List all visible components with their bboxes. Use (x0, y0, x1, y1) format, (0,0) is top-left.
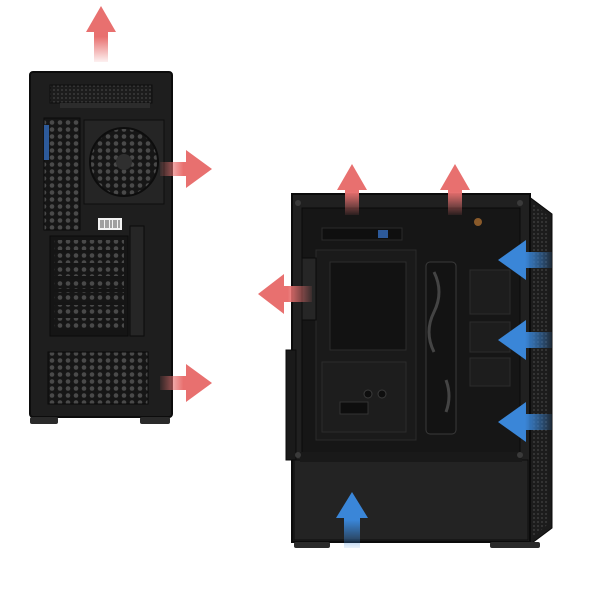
arrow-exhaust-icon (86, 6, 116, 62)
side-top-cables (321, 227, 403, 241)
side-mb-cutout (329, 261, 407, 351)
rear-psu-mesh (47, 351, 149, 405)
side-cable-cutout (339, 401, 369, 415)
side-case (285, 193, 553, 548)
side-cpu-cutout (321, 361, 407, 433)
rear-fan-hub (116, 154, 132, 170)
arrow-exhaust-icon (160, 364, 212, 402)
arrow-exhaust-icon (337, 164, 367, 215)
arrow-exhaust-icon (160, 150, 212, 188)
side-shroud-lip (300, 452, 522, 462)
side-foot-left (294, 542, 330, 548)
arrow-intake-icon (336, 492, 368, 548)
rear-foot-left (30, 417, 58, 424)
rear-top-vent (49, 84, 153, 104)
rear-top-rail (60, 103, 150, 108)
side-foot-right (490, 542, 540, 548)
arrow-intake-icon (498, 240, 552, 280)
rear-io-blue-port (44, 125, 49, 160)
arrow-intake-icon (498, 402, 552, 442)
rear-foot-right (140, 417, 170, 424)
side-cable-channel (425, 261, 457, 435)
rear-io-mesh (43, 117, 81, 231)
rear-case (29, 71, 173, 424)
arrow-exhaust-icon (258, 274, 312, 314)
arrow-exhaust-icon (440, 164, 470, 215)
side-slot-edge (285, 349, 297, 461)
side-drive-bay-3 (469, 357, 511, 387)
rear-vertical-bracket (129, 225, 145, 337)
arrow-intake-icon (498, 320, 552, 360)
barcode-lines (100, 220, 120, 228)
side-top-accent (474, 218, 482, 226)
rear-expansion-slots (49, 235, 129, 337)
rear-barcode-label (98, 218, 122, 230)
side-psu-shroud (293, 459, 529, 541)
side-drive-bay-1 (469, 269, 511, 315)
side-front-mesh (530, 200, 548, 540)
